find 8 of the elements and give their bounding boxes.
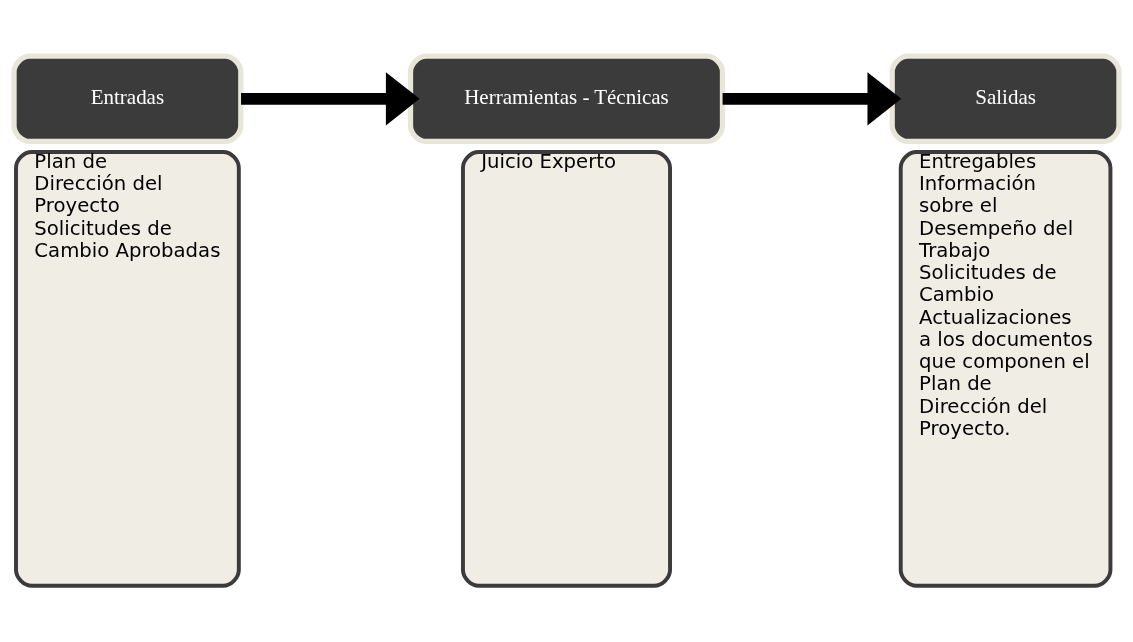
node-box: Plan de Dirección del Proyecto Solicitudes de Cambio Aprobadas	[14, 149, 241, 588]
arrow	[722, 72, 902, 126]
arrow	[241, 72, 420, 126]
node-box: Entregables Información sobre el Desempeño del Trabajo Solicitudes de Cambio Actualizaciones a los documentos que componen el Plan de Dirección del Proyecto.	[898, 149, 1113, 588]
node-box: Herramientas - Técnicas	[407, 53, 726, 145]
node-box: Entradas	[11, 53, 244, 145]
node-box: Juicio Experto	[461, 149, 672, 588]
node-box: Salidas	[889, 53, 1122, 145]
